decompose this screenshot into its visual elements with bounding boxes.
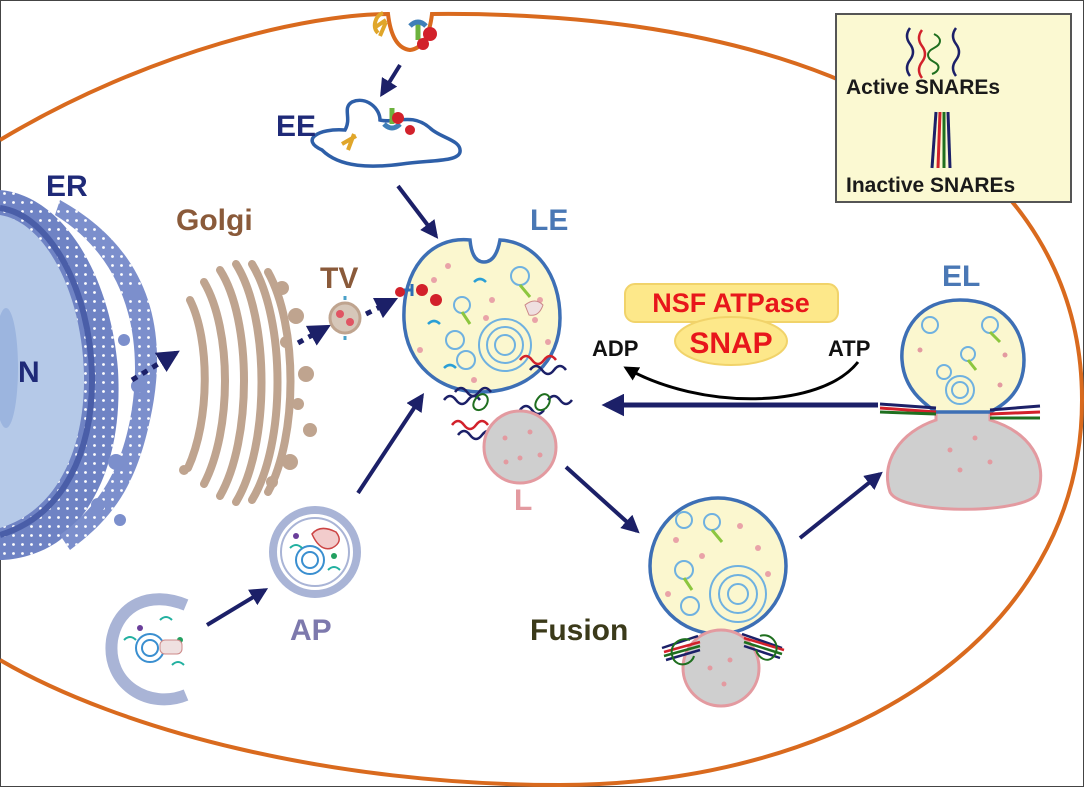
snap-ellipse (674, 316, 788, 366)
autophagosome (269, 506, 361, 598)
label-ee: EE (276, 110, 316, 143)
arrow-golgi-tv (296, 324, 331, 346)
label-fusion: Fusion (530, 614, 628, 647)
nucleus (0, 215, 85, 528)
arrow-tv-le (364, 297, 399, 319)
arrow-atp-adp (623, 361, 860, 401)
active-snares-icon (905, 27, 961, 79)
arrow-pit-ee (380, 63, 402, 98)
label-l: L (514, 484, 532, 517)
label-adp: ADP (592, 336, 638, 361)
legend-active-label: Active SNAREs (846, 76, 1000, 99)
label-n: N (18, 356, 40, 389)
arrow-er-golgi (130, 350, 180, 383)
legend-inactive-label: Inactive SNAREs (846, 174, 1015, 197)
label-atp: ATP (828, 336, 870, 361)
label-er: ER (46, 170, 88, 203)
active-snares-le-l (443, 354, 573, 441)
er-bleb (128, 285, 142, 299)
label-nsf-atpase: NSF ATPase (652, 288, 810, 318)
arrow-ap-le (356, 392, 424, 495)
label-ap: AP (290, 614, 332, 647)
label-snap: SNAP (689, 327, 772, 360)
arrow-phagophore-ap (205, 588, 269, 627)
legend-box: Active SNAREs Inactive SNAREs (835, 13, 1072, 203)
early-endosome (310, 98, 462, 168)
label-tv: TV (320, 262, 358, 295)
transport-vesicle (328, 296, 362, 340)
nucleolus (0, 308, 18, 428)
golgi-apparatus (184, 260, 295, 506)
endolysosome (879, 298, 1043, 511)
ubiquitin-tag (423, 27, 437, 41)
late-endosome (395, 238, 562, 394)
endocytic-pit (372, 11, 437, 50)
arrow-l-fusion (564, 465, 640, 534)
cell-membrane (0, 11, 1084, 788)
fusion-complex (648, 496, 788, 708)
inactive-snares-icon (930, 111, 952, 169)
label-el: EL (942, 260, 980, 293)
nuclear-envelope (0, 205, 96, 538)
arrow-ee-le (396, 184, 439, 239)
label-golgi: Golgi (176, 204, 253, 237)
phagophore (105, 593, 189, 706)
nucleus-er-group (0, 190, 158, 560)
lysosome (482, 409, 558, 485)
label-le: LE (530, 204, 568, 237)
arrow-fusion-el (798, 471, 883, 540)
